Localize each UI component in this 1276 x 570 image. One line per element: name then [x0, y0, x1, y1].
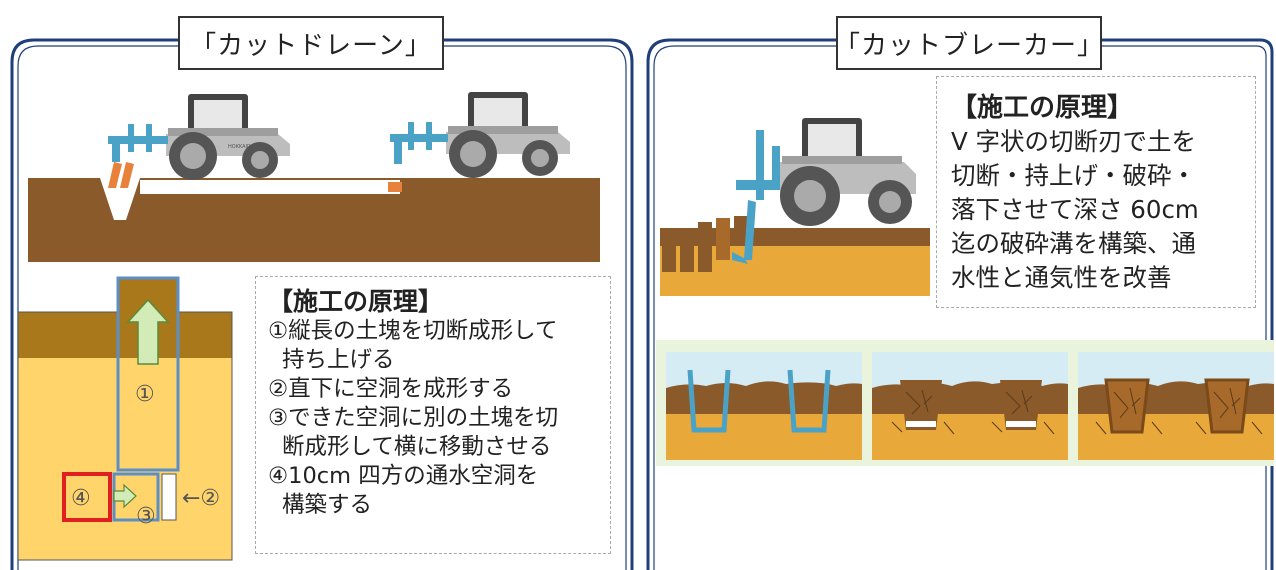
left-principle-line-7: 構築する	[282, 492, 373, 518]
left-principle-line-6: ④10cm 四方の通水空洞を	[268, 463, 539, 489]
cut-breaker-implement	[732, 130, 794, 264]
cut-drain-tractor-illustration: HOKKAIDO	[28, 92, 600, 262]
shift-arrow-icon	[113, 483, 137, 509]
left-principle-line-3: ②直下に空洞を成形する	[268, 376, 514, 402]
tractor-2	[446, 92, 570, 178]
right-principle-box: 【施工の原理】 V 字状の切断刃で土を 切断・持上げ・破砕・ 落下させて深さ 6…	[936, 76, 1256, 308]
label-two: ←②	[182, 486, 221, 511]
tractor-1-brand: HOKKAIDO	[228, 144, 255, 150]
left-principle-heading: 【施工の原理】	[268, 287, 444, 316]
trench-stage-3	[1078, 352, 1274, 460]
broken-soil-blocks	[662, 216, 750, 272]
left-principle-line-2: 持ち上げる	[282, 347, 395, 373]
left-principle-line-1: ①縦長の土塊を切断成形して	[268, 318, 558, 344]
left-principle-line-4: ③できた空洞に別の土塊を切	[268, 405, 559, 431]
trench-stage-2	[872, 352, 1068, 460]
right-panel-title: 「カットブレーカー」	[834, 16, 1103, 70]
right-principle-line-4: 迄の破砕溝を構築、通	[951, 229, 1196, 258]
implement-1	[108, 124, 168, 188]
implement-2	[390, 122, 448, 164]
right-principle-line-1: V 字状の切断刃で土を	[951, 127, 1197, 156]
tractor-1: HOKKAIDO	[166, 94, 290, 180]
lift-arrow-icon	[126, 298, 170, 365]
right-principle-line-2: 切断・持上げ・破砕・	[951, 161, 1196, 190]
right-principle-line-5: 水性と通気性を改善	[951, 263, 1172, 292]
cut-breaker-tractor-illustration	[660, 118, 930, 296]
right-principle-heading: 【施工の原理】	[951, 93, 1134, 123]
left-panel-title: 「カットドレーン」	[178, 16, 444, 70]
label-one: ①	[135, 382, 155, 407]
left-principle-box: 【施工の原理】 ①縦長の土塊を切断成形して 持ち上げる ②直下に空洞を成形する …	[255, 276, 611, 554]
tractor-3	[780, 118, 916, 226]
right-principle-line-3: 落下させて深さ 60cm	[951, 195, 1199, 224]
label-three: ③	[136, 504, 156, 529]
label-four: ④	[71, 486, 91, 511]
left-principle-line-5: 断成形して横に移動させる	[282, 434, 552, 460]
cut-drain-cross-section	[18, 276, 233, 561]
trench-stage-1	[666, 352, 862, 460]
